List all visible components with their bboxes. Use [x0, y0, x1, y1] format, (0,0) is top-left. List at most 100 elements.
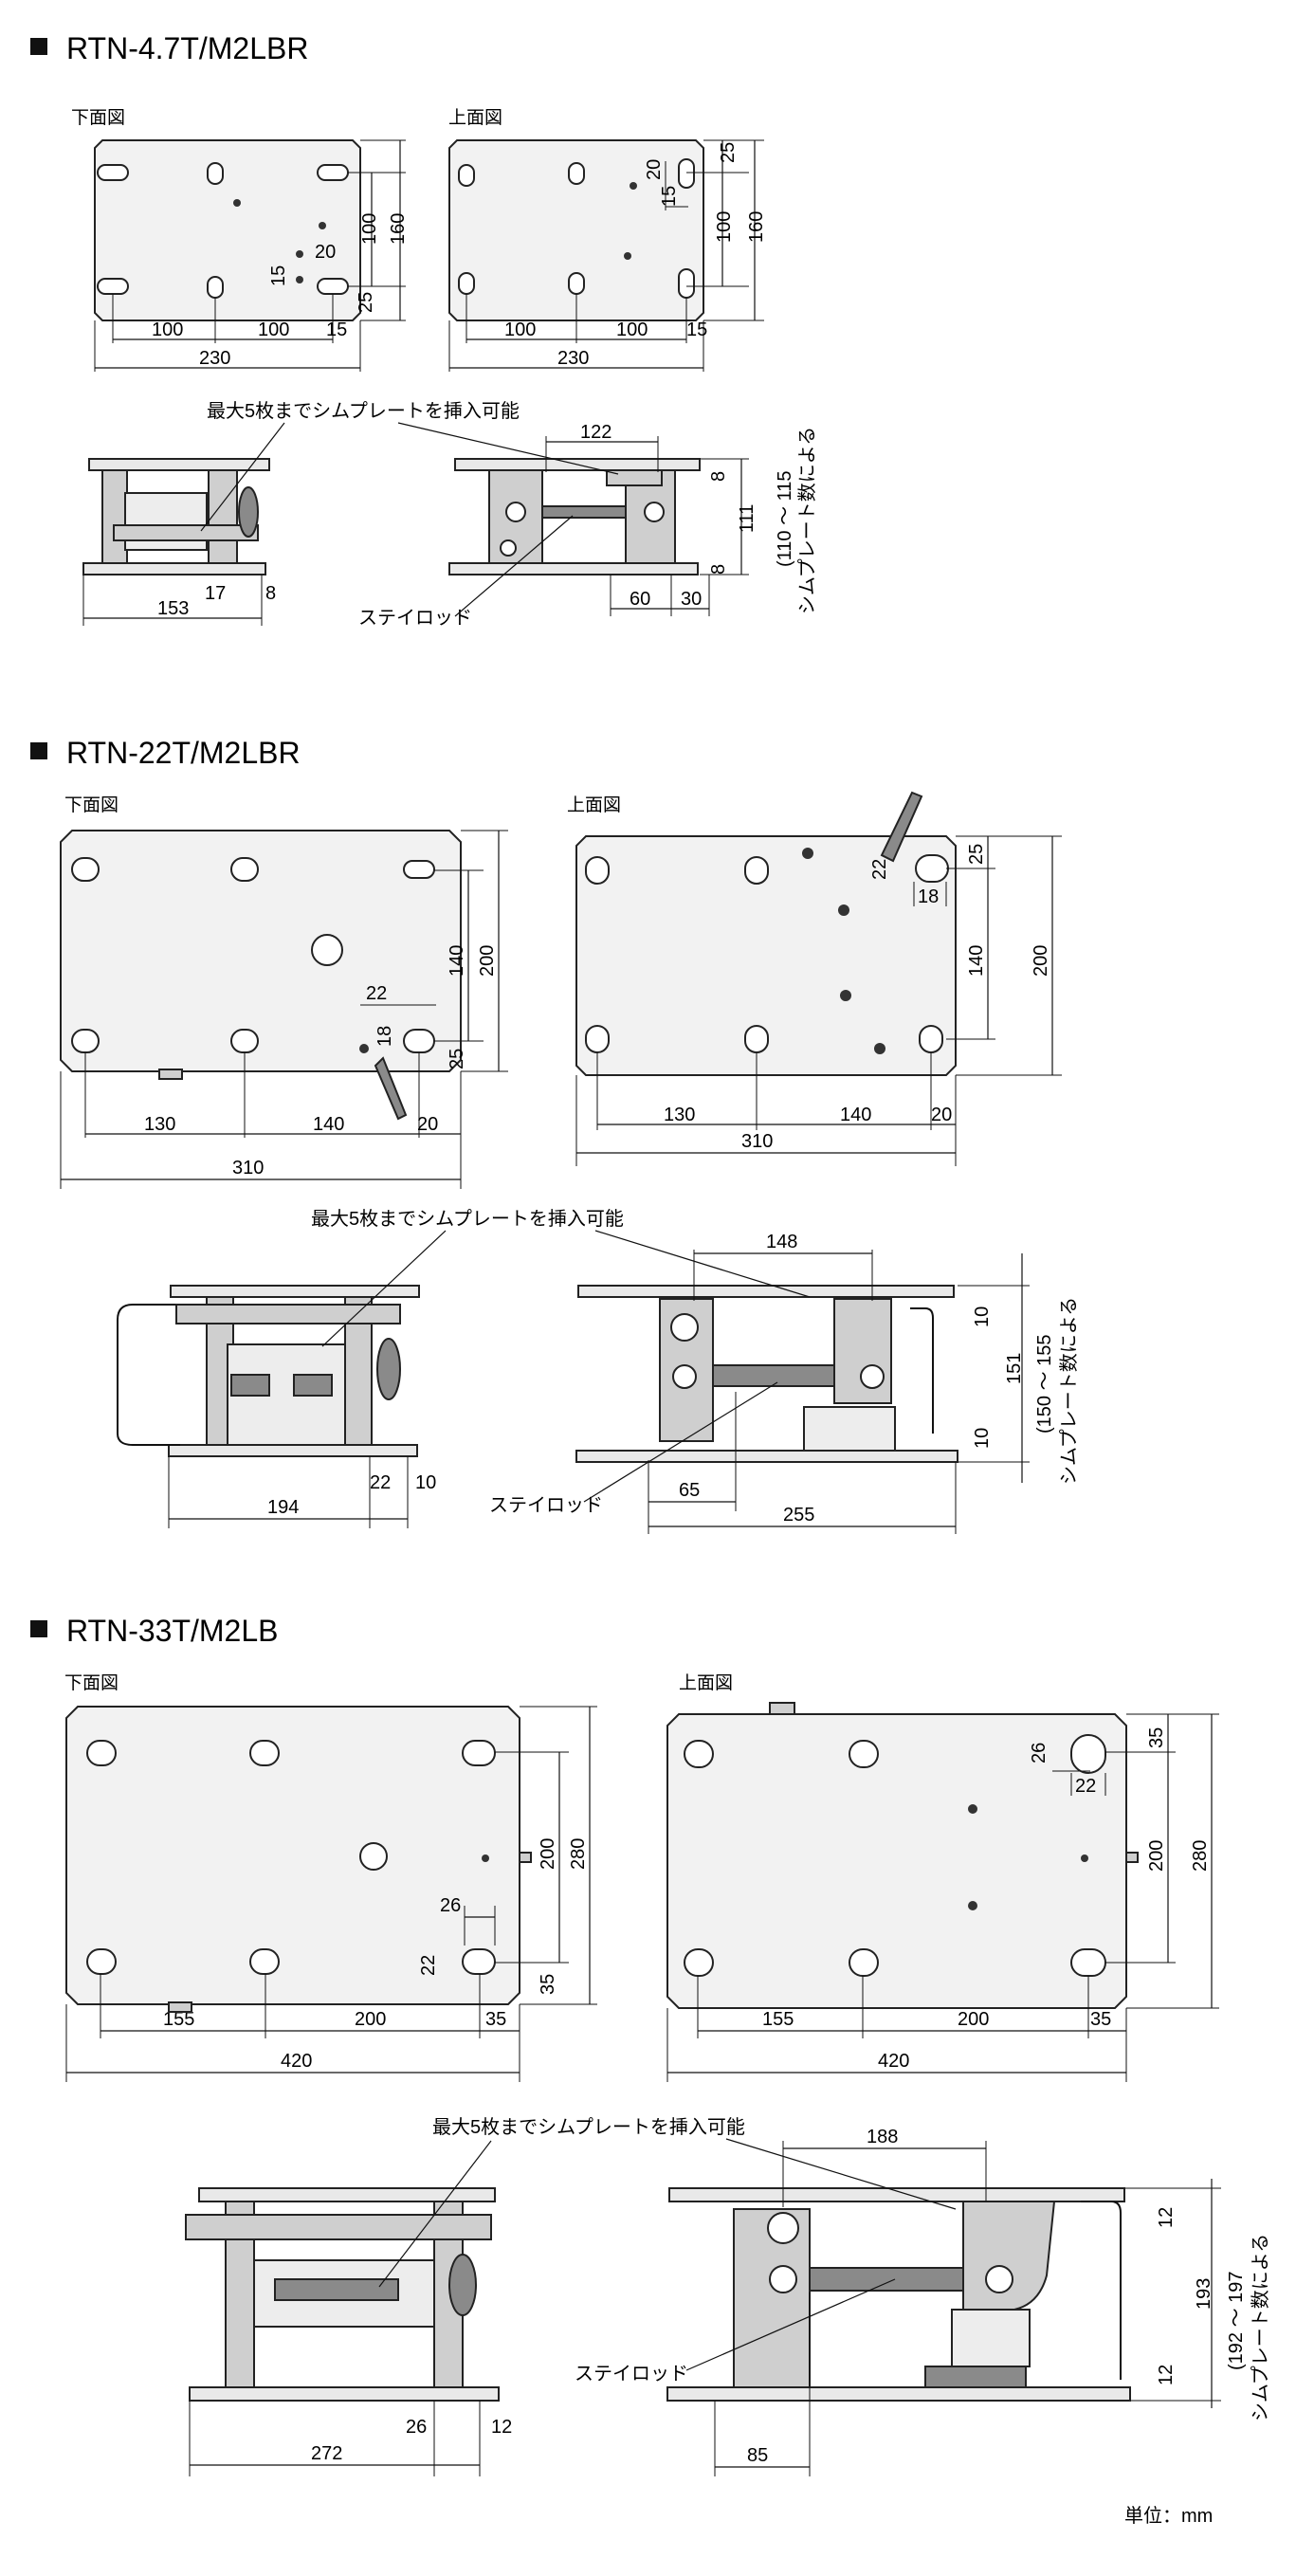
dim-text: 22 — [869, 859, 890, 880]
dim-text: 111 — [737, 504, 758, 533]
title-bullet-icon — [30, 38, 47, 55]
dim-text: 22 — [370, 1472, 391, 1493]
section-title: RTN-33T/M2LB — [66, 1614, 278, 1648]
dim-text: 8 — [708, 564, 729, 575]
dim-text: 18 — [374, 1026, 395, 1047]
dim-text: 255 — [783, 1505, 814, 1526]
dim-text: 10 — [415, 1472, 436, 1493]
dim-text: 35 — [1146, 1727, 1167, 1748]
dim-text: 130 — [144, 1114, 175, 1135]
dim-text: 20 — [931, 1105, 952, 1125]
note-stay-rod: ステイロッド — [358, 608, 472, 629]
dim-text: 420 — [878, 2051, 909, 2072]
note-stay-rod: ステイロッド — [575, 2364, 688, 2384]
bottom-view: 100 100 230 15 15 20 25 100 160 — [94, 139, 409, 372]
top-view: 100 100 230 15 20 15 25 100 160 — [448, 139, 767, 372]
dim-text: 22 — [1075, 1776, 1096, 1797]
dim-text: 15 — [686, 320, 707, 340]
dim-text: 100 — [359, 213, 380, 245]
dim-text: 30 — [681, 589, 702, 610]
side-view-left: 194 22 10 — [117, 1230, 447, 1528]
bottom-view: 130 140 20 310 22 18 140 200 25 — [60, 830, 508, 1189]
view-label-top: 上面図 — [567, 795, 621, 815]
dim-text: 272 — [311, 2443, 342, 2464]
dim-text: 420 — [281, 2051, 312, 2072]
dim-text: シムプレート数による — [796, 427, 818, 614]
dim-text: 100 — [504, 320, 536, 340]
dim-text: 15 — [659, 186, 680, 207]
top-view: 130 140 20 310 22 18 25 140 200 — [575, 791, 1062, 1166]
note-stay-rod: ステイロッド — [489, 1495, 603, 1516]
dim-text: 100 — [714, 211, 735, 243]
dim-text: 200 — [355, 2009, 386, 2030]
bottom-view: 155 200 35 420 26 22 200 280 35 — [65, 1706, 597, 2082]
dim-text: 25 — [966, 844, 987, 865]
dim-text: 100 — [616, 320, 648, 340]
dim-text: 25 — [718, 142, 739, 163]
dim-text: 100 — [258, 320, 289, 340]
dim-text: 155 — [762, 2009, 794, 2030]
view-label-bottom: 下面図 — [64, 1673, 119, 1693]
title-bullet-icon — [30, 742, 47, 759]
dim-text: 26 — [406, 2417, 427, 2438]
dim-text: 18 — [918, 886, 939, 907]
dim-text: 153 — [157, 598, 189, 619]
dim-text: 230 — [199, 348, 230, 369]
section-title: RTN-4.7T/M2LBR — [66, 31, 308, 65]
title-bullet-icon — [30, 1620, 47, 1637]
note-shim-insert: 最大5枚までシムプレートを挿入可能 — [207, 400, 520, 422]
dim-text: 193 — [1194, 2278, 1214, 2310]
view-label-bottom: 下面図 — [64, 795, 119, 815]
dim-text: 25 — [356, 292, 376, 313]
dim-text: 12 — [1156, 2207, 1177, 2228]
note-shim-insert: 最大5枚までシムプレートを挿入可能 — [311, 1208, 624, 1230]
dim-text: 20 — [644, 159, 665, 180]
section-title: RTN-22T/M2LBR — [66, 736, 301, 770]
dim-text: 122 — [580, 422, 611, 443]
dim-text: (192 ～ 197 — [1226, 2271, 1247, 2370]
dim-text: 140 — [313, 1114, 344, 1135]
dim-text: (110 ～ 115 — [775, 470, 795, 567]
dim-text: 8 — [708, 471, 729, 482]
side-view-left: 153 17 8 — [82, 422, 285, 626]
dim-text: 148 — [766, 1232, 797, 1252]
dim-text: 200 — [958, 2009, 989, 2030]
dim-text: 280 — [568, 1838, 589, 1870]
side-view-right: 188 85 12 193 12 (192 ～ 197 シムプレート数による ス… — [575, 2127, 1271, 2476]
dim-text: 310 — [232, 1158, 264, 1178]
dim-text: 200 — [538, 1838, 558, 1870]
view-label-top: 上面図 — [679, 1672, 733, 1693]
dim-text: 188 — [867, 2127, 898, 2147]
dim-text: 140 — [840, 1105, 871, 1125]
dim-text: 151 — [1004, 1353, 1025, 1384]
dim-text: 22 — [366, 983, 387, 1004]
dim-text: 140 — [966, 945, 987, 977]
unit-label: 単位：mm — [1124, 2505, 1213, 2527]
dim-text: 85 — [747, 2445, 768, 2466]
dim-text: 140 — [447, 945, 467, 977]
side-view-right: 148 65 255 10 151 10 (150 ～ 155 シムプレート数に… — [489, 1230, 1080, 1534]
section-rtn-4-7t: RTN-4.7T/M2LBR 下面図 100 100 230 15 15 — [30, 31, 818, 629]
dim-text: 230 — [557, 348, 589, 369]
dim-text: 15 — [268, 265, 289, 286]
note-shim-insert: 最大5枚までシムプレートを挿入可能 — [432, 2116, 745, 2138]
dim-text: 20 — [315, 242, 336, 263]
dim-text: 22 — [418, 1955, 439, 1976]
dim-text: 12 — [491, 2417, 512, 2438]
side-view-left: 272 26 12 — [185, 2140, 512, 2476]
dim-text: 10 — [972, 1428, 993, 1449]
dim-text: 160 — [746, 211, 767, 243]
dim-text: 10 — [972, 1306, 993, 1327]
dim-text: シムプレート数による — [1058, 1297, 1080, 1485]
dim-text: (150 ～ 155 — [1034, 1334, 1055, 1434]
dim-text: 26 — [440, 1895, 461, 1916]
dim-text: 200 — [1031, 945, 1051, 977]
dim-text: 60 — [630, 589, 650, 610]
dim-text: 130 — [664, 1105, 695, 1125]
dim-text: 35 — [1090, 2009, 1111, 2030]
dim-text: 12 — [1156, 2365, 1177, 2385]
dim-text: 194 — [267, 1497, 299, 1518]
dim-text: シムプレート数による — [1250, 2234, 1271, 2421]
dim-text: 26 — [1029, 1743, 1050, 1763]
